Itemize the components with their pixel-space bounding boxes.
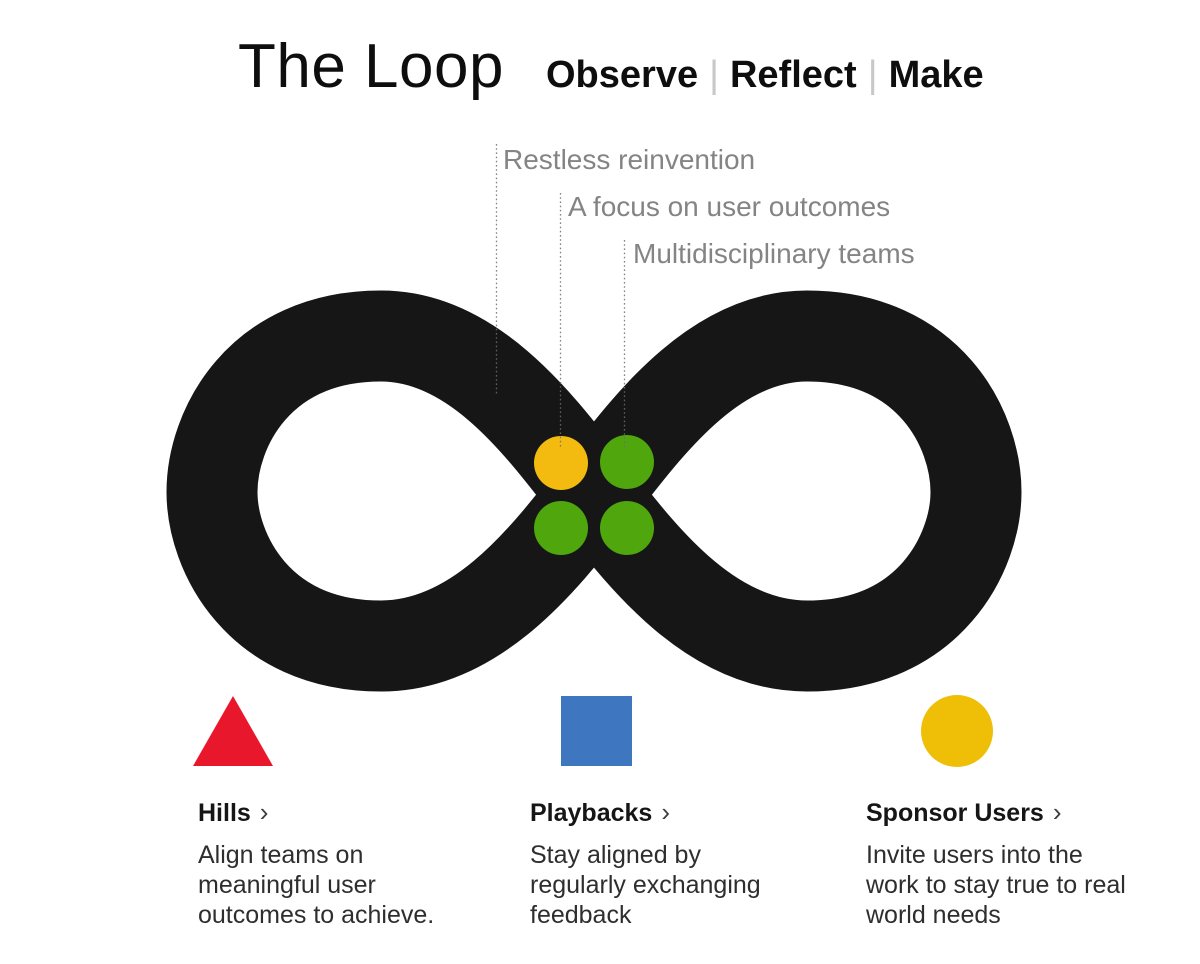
phase-separator-icon: | [709,54,719,96]
phases-label: Observe|Reflect|Make [546,56,984,94]
phase-separator-icon: | [867,54,878,96]
square-shape [561,696,632,766]
chevron-right-icon: › [1052,797,1062,827]
playbacks-link[interactable]: Playbacks › [530,797,670,827]
chevron-right-icon: › [661,797,670,827]
playbacks-label: Playbacks [530,799,653,827]
hills-triangle-icon [193,696,273,766]
loop-dot-green-top [600,435,654,489]
phase-observe: Observe [546,54,699,96]
circle-shape [921,695,993,767]
phase-make: Make [888,54,984,96]
hills-label: Hills [198,799,251,827]
loop-dot-yellow [534,436,588,490]
hills-link[interactable]: Hills › [198,797,269,827]
infinity-loop-path [166,290,1022,692]
annotation-focus-user-outcomes: A focus on user outcomes [568,191,891,222]
playbacks-square-icon [561,696,632,766]
sponsor-users-link[interactable]: Sponsor Users › [866,797,1062,827]
sponsor-users-circle-icon [921,695,993,767]
loop-dot-green-bottom-left [534,501,588,555]
chevron-right-icon: › [259,797,269,827]
sponsor-users-label: Sponsor Users [866,799,1044,827]
triangle-shape [193,696,273,766]
annotation-multidisciplinary-teams: Multidisciplinary teams [633,238,915,269]
loop-dot-green-bottom-right [600,501,654,555]
page-title: The Loop [238,32,504,101]
annotation-restless-reinvention: Restless reinvention [503,144,756,175]
phase-reflect: Reflect [729,54,857,96]
